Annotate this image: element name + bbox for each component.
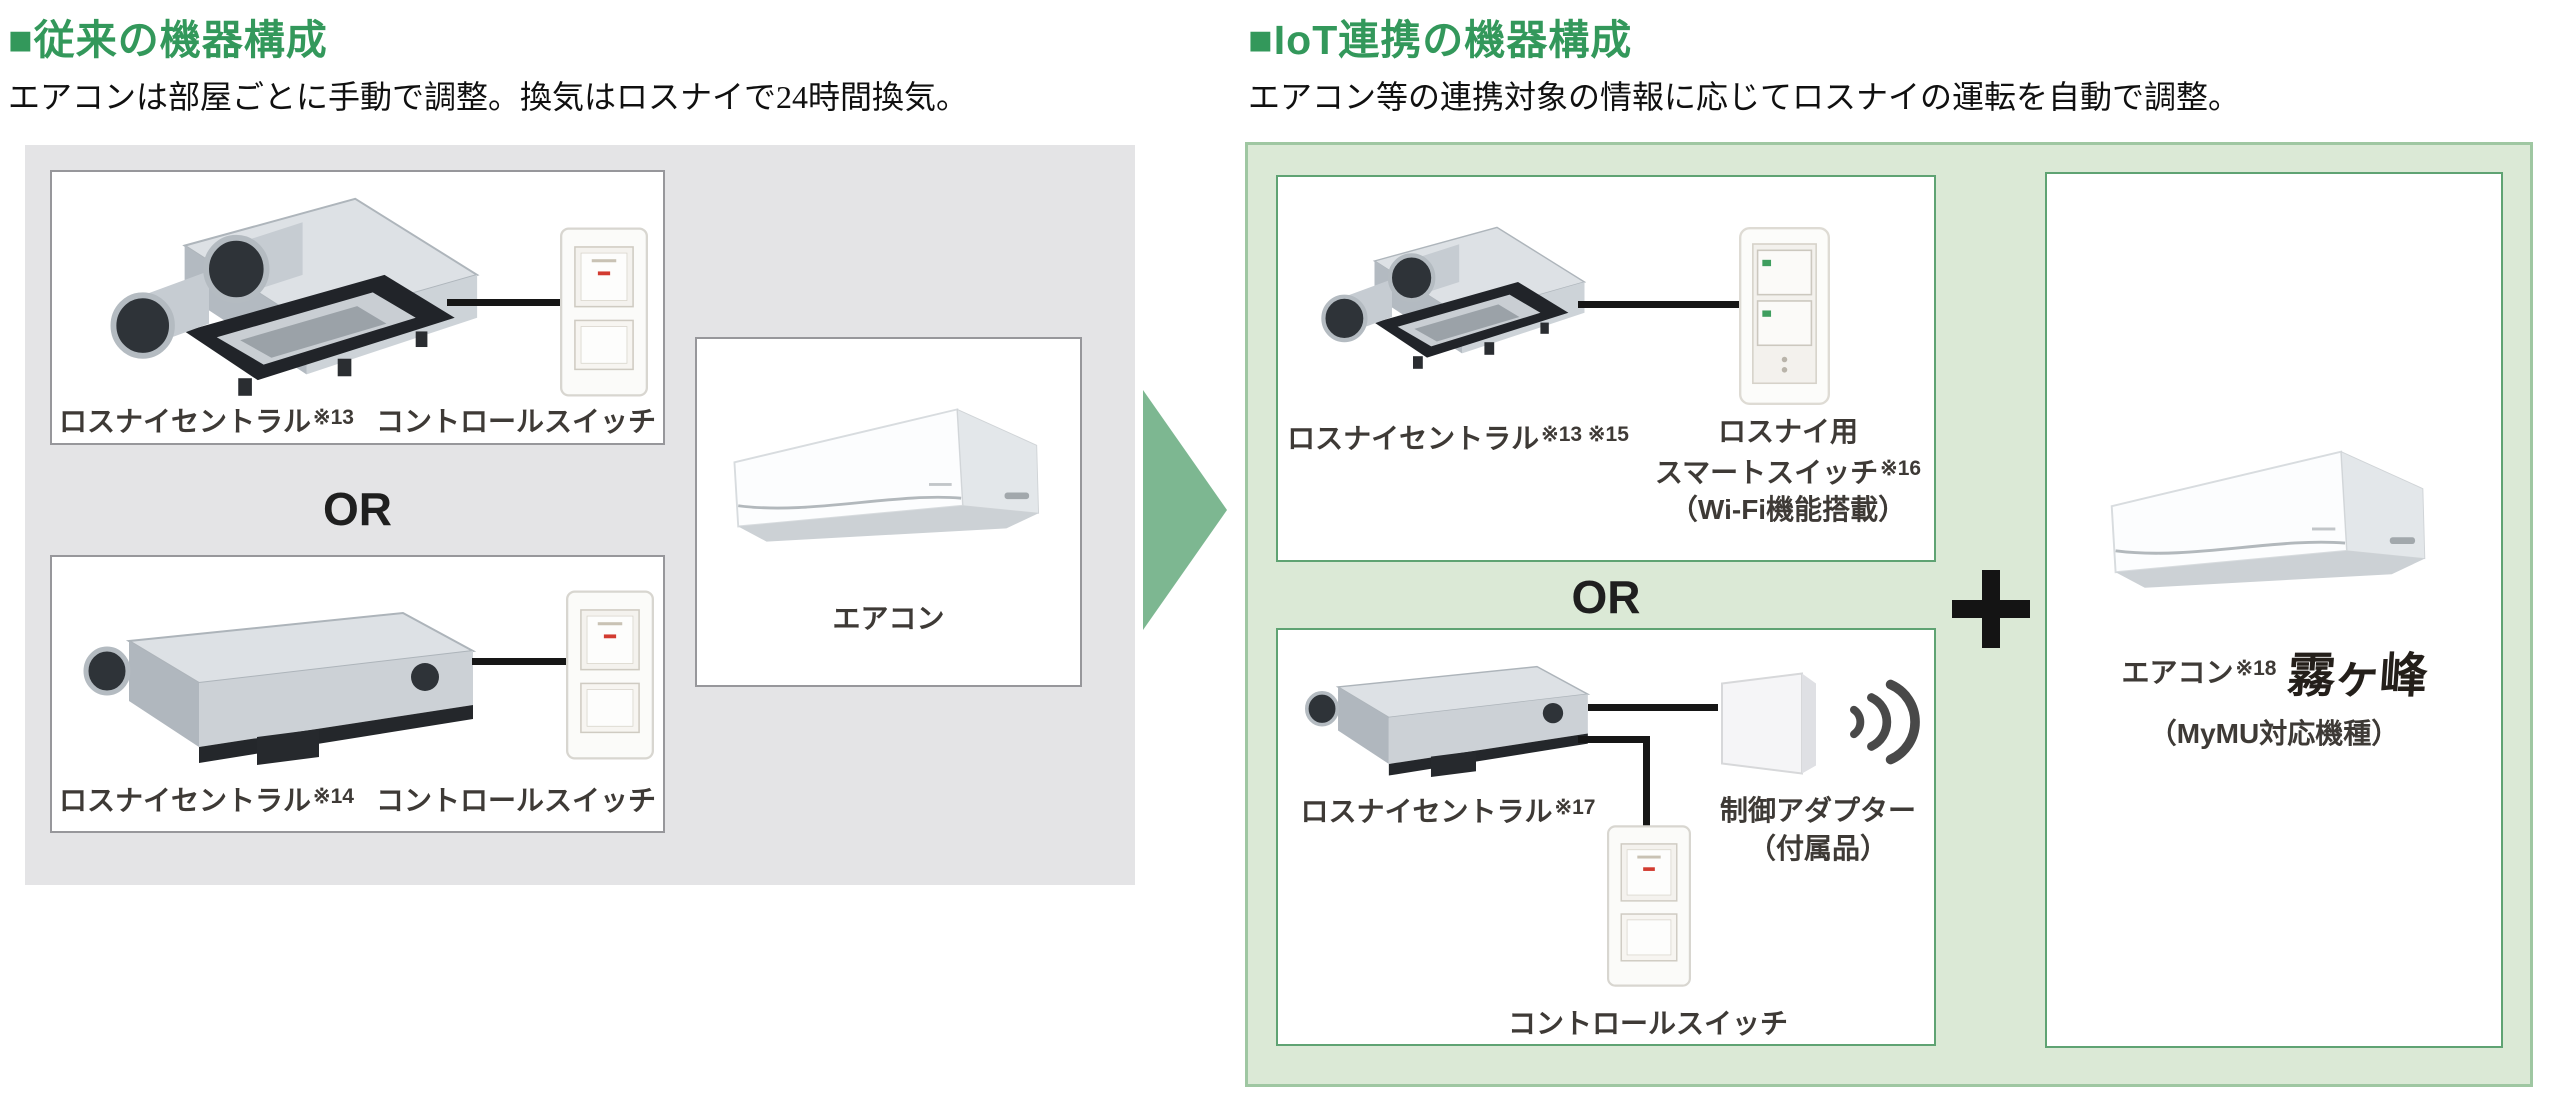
aircon-label: エアコン <box>832 603 945 634</box>
lossnay-cassette-image <box>1308 219 1588 394</box>
switch-label: コントロールスイッチ <box>375 785 656 816</box>
plus-icon <box>1952 570 2030 648</box>
control-switch-image <box>558 224 650 400</box>
mymu-compatibility-label: （MyMU対応機種） <box>2148 718 2400 749</box>
wire <box>1588 704 1718 711</box>
device-box-lossnay-14: ロスナイセントラル※14 コントロールスイッチ <box>50 555 665 833</box>
footnote-ref: ※16 <box>1880 457 1922 480</box>
device-label: ロスナイセントラル※13 <box>59 406 354 437</box>
footnote-ref: ※18 <box>2235 657 2277 680</box>
lossnay-cassette-image <box>92 187 482 431</box>
section-subtitle-iot: エアコン等の連携対象の情報に応じてロスナイの運転を自動で調整。 <box>1248 79 2241 115</box>
section-title-iot: ■IoT連携の機器構成 <box>1248 17 1633 63</box>
arrow-right-icon <box>1143 390 1227 630</box>
device-label: ロスナイセントラル※13 ※15 <box>1287 423 1629 454</box>
lossnay-duct-image <box>67 597 487 787</box>
device-box-lossnay-adapter: ロスナイセントラル※17 制御アダプター （付属品） コントロールスイッチ <box>1276 628 1936 1046</box>
control-switch-image <box>1605 822 1693 990</box>
footnote-ref: ※14 <box>313 785 354 808</box>
aircon-box-left: エアコン <box>695 337 1082 687</box>
smart-switch-image <box>1737 225 1832 407</box>
smart-switch-label: ロスナイ用 スマートスイッチ※16 （Wi-Fi機能搭載） <box>1654 416 1922 525</box>
wire <box>1578 301 1740 308</box>
section-title-conventional: ■従来の機器構成 <box>8 17 328 63</box>
wire <box>1578 736 1650 743</box>
switch-label: コントロールスイッチ <box>1507 1008 1788 1039</box>
or-label-left: OR <box>323 483 392 535</box>
adapter-label: 制御アダプター （付属品） <box>1719 795 1916 864</box>
section-subtitle-conventional: エアコンは部屋ごとに手動で調整。換気はロスナイで24時間換気。 <box>8 79 969 115</box>
aircon-image <box>2102 436 2452 621</box>
aircon-box-right: エアコン※18 霧ヶ峰 （MyMU対応機種） <box>2045 172 2503 1048</box>
device-box-lossnay-13: ロスナイセントラル※13 コントロールスイッチ <box>50 170 665 445</box>
wire <box>1643 736 1650 826</box>
switch-label: コントロールスイッチ <box>375 406 656 437</box>
wire <box>472 658 568 665</box>
kirigamine-logo: 霧ヶ峰 <box>2286 648 2429 704</box>
wifi-waves-icon <box>1840 674 1922 770</box>
aircon-label: エアコン※18 <box>2121 657 2277 688</box>
device-label: ロスナイセントラル※14 <box>59 785 354 816</box>
lossnay-duct-image <box>1293 655 1598 793</box>
control-adapter-image <box>1716 670 1831 778</box>
footnote-ref: ※13 ※15 <box>1541 423 1629 446</box>
or-label-right: OR <box>1571 571 1641 623</box>
wire <box>447 299 562 306</box>
footnote-ref: ※13 <box>313 406 354 429</box>
footnote-ref: ※17 <box>1554 796 1596 819</box>
aircon-image <box>725 394 1065 574</box>
control-switch-image <box>564 587 656 763</box>
device-label: ロスナイセントラル※17 <box>1300 796 1596 827</box>
device-box-lossnay-smart-switch: ロスナイセントラル※13 ※15 ロスナイ用 スマートスイッチ※16 （Wi-F… <box>1276 175 1936 562</box>
